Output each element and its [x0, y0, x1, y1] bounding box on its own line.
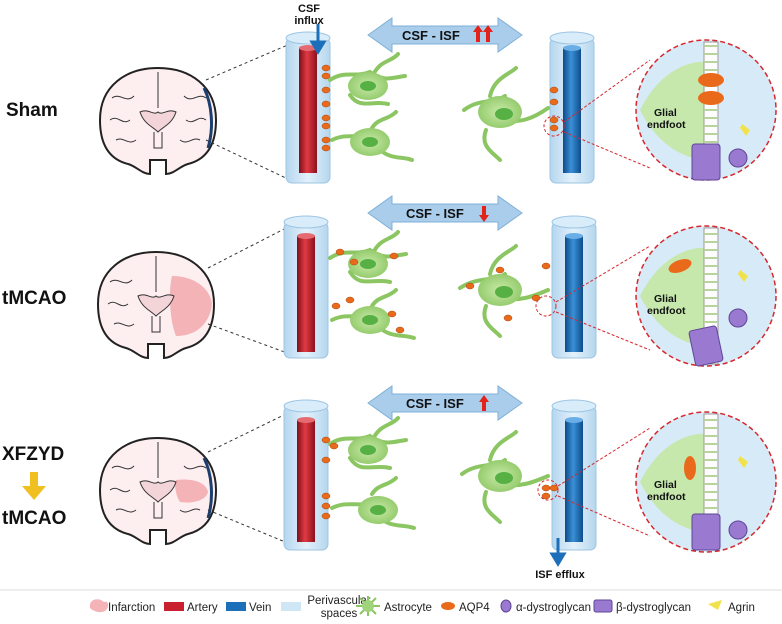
isf-efflux-arrow-icon [549, 538, 567, 567]
row-label-tmcao: tMCAO [2, 288, 66, 309]
agrin-swatch-icon [708, 600, 722, 610]
infarction-region [175, 479, 208, 503]
astrocyte-swatch-icon [356, 596, 380, 616]
glial-endfoot-zoom: Glial endfoot [635, 411, 777, 553]
row-xfzyd-tmcao: Glial endfoot [98, 385, 777, 567]
beta-dystroglycan-swatch-icon [593, 599, 613, 613]
astrocyte [328, 52, 407, 106]
aqp4-cluster [331, 248, 551, 334]
glial-label-line1: Glial [654, 293, 677, 305]
infarction-swatch-icon [90, 599, 109, 613]
alpha-dystroglycan-swatch-icon [500, 599, 512, 613]
brain-coronal-section [98, 436, 218, 546]
legend-aqp4: AQP4 [459, 602, 490, 614]
vein-vessel [551, 215, 597, 359]
flow-double-arrow [367, 385, 523, 421]
row-sham: Glial endfoot [98, 17, 777, 184]
artery-swatch-icon [164, 602, 184, 611]
glial-label-line1: Glial [654, 479, 677, 491]
flow-double-arrow [367, 195, 523, 231]
legend-agrin: Agrin [728, 602, 755, 614]
row-label-tmcao-treated: tMCAO [2, 508, 66, 529]
vein-swatch-icon [226, 602, 246, 611]
flow-double-arrow [367, 17, 523, 53]
astrocyte [330, 288, 416, 340]
legend-astrocyte: Astrocyte [384, 602, 432, 614]
aqp4-swatch-icon [441, 602, 455, 610]
glial-label-line2: endfoot [647, 491, 686, 503]
csf-influx-label-line1: CSF [298, 3, 320, 15]
legend-beta: β-dystroglycan [616, 602, 691, 614]
brain-coronal-section [98, 66, 218, 176]
artery-vessel [283, 399, 329, 551]
legend-alpha: α-dystroglycan [516, 602, 591, 614]
flow-label-xfzyd: CSF - ISF [406, 396, 464, 411]
row-label-xfzyd: XFZYD [2, 444, 64, 465]
csf-influx-label-line2: influx [294, 15, 324, 27]
flow-label-sham: CSF - ISF [402, 28, 460, 43]
treatment-arrow-icon [22, 472, 46, 500]
row-label-sham: Sham [6, 100, 58, 121]
increase-arrow-icon [479, 395, 489, 411]
aqp4-cluster [321, 64, 559, 152]
glial-endfoot-zoom: Glial endfoot [635, 225, 777, 367]
glial-label-line2: endfoot [647, 119, 686, 131]
csf-influx-arrow-icon [309, 24, 327, 55]
astrocyte [328, 416, 408, 470]
legend-artery: Artery [187, 602, 218, 614]
infarction-region [169, 276, 212, 336]
aqp4-cluster [321, 436, 559, 520]
decrease-arrow-icon [479, 206, 489, 222]
astrocyte [462, 66, 550, 162]
vein-vessel [549, 31, 595, 184]
glial-endfoot-zoom: Glial endfoot [635, 39, 777, 181]
artery-vessel [285, 31, 331, 184]
increase-arrows-icon [473, 25, 493, 42]
legend-infarction: Infarction [108, 602, 155, 614]
glial-label-line2: endfoot [647, 305, 686, 317]
astrocyte [458, 244, 550, 338]
legend-vein: Vein [249, 602, 271, 614]
glial-label-line1: Glial [654, 107, 677, 119]
brain-coronal-section [96, 250, 216, 360]
astrocyte [330, 110, 414, 162]
perivascular-swatch-icon [281, 602, 301, 611]
flow-label-tmcao: CSF - ISF [406, 206, 464, 221]
row-tmcao: Glial endfoot [96, 195, 777, 367]
isf-efflux-label: ISF efflux [535, 569, 585, 581]
astrocyte [460, 430, 550, 524]
vein-vessel [551, 399, 597, 551]
astrocyte [330, 476, 416, 530]
artery-vessel [283, 215, 329, 359]
